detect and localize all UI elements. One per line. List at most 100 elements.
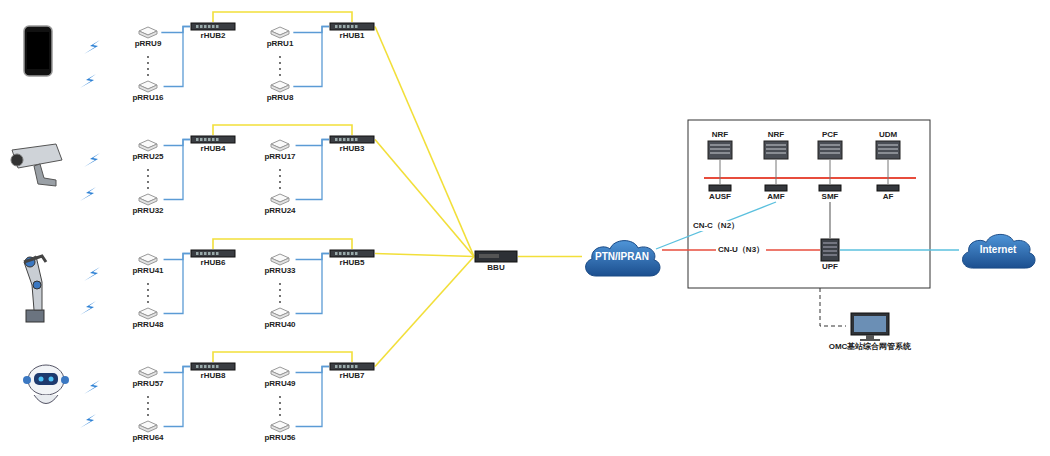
icon-part	[765, 185, 787, 191]
icon-part	[330, 250, 374, 257]
icon-part	[271, 371, 289, 378]
icon-part	[851, 313, 889, 335]
node-label: rHUB1	[340, 31, 365, 41]
node-label: pRRU48	[132, 320, 163, 330]
wireless-bolt	[80, 414, 96, 428]
icon-part	[330, 23, 374, 30]
rhub-icon	[190, 22, 236, 31]
icon-part	[212, 365, 215, 368]
node-label: SMF	[822, 192, 839, 202]
icon-part	[710, 145, 730, 146]
node-label: rHUB7	[340, 371, 365, 381]
icon-part	[823, 255, 837, 256]
icon-part	[196, 365, 199, 368]
ellipsis-dot	[147, 414, 149, 416]
ellipsis-dot	[147, 169, 149, 171]
prru-node: pRRU32	[132, 193, 163, 216]
icon-part	[475, 251, 517, 262]
drawing-part	[34, 164, 56, 186]
icon-part	[878, 149, 898, 150]
drawing-part	[26, 310, 44, 322]
icon-part	[878, 145, 898, 146]
drawing-part	[11, 154, 23, 166]
connector-line	[293, 27, 329, 87]
ellipsis-dot	[147, 283, 149, 285]
icon-part	[339, 25, 342, 28]
icon-part	[355, 25, 358, 28]
icon-part	[335, 138, 338, 141]
omc-icon	[849, 312, 891, 342]
switch-icon	[818, 184, 842, 192]
management-link	[820, 288, 846, 326]
connector-line	[164, 27, 190, 87]
icon-part	[271, 258, 289, 265]
icon-part	[818, 141, 842, 159]
drawing-part	[39, 377, 44, 382]
prru-icon	[137, 307, 159, 320]
prru-icon	[269, 193, 291, 206]
robot-arm-icon	[24, 256, 46, 322]
connector-line	[518, 256, 582, 258]
connector-line	[656, 202, 776, 249]
node-label: AUSF	[709, 192, 731, 202]
node-label: pRRU25	[132, 152, 163, 162]
ellipsis-dot	[279, 181, 281, 183]
node-label: pRRU32	[132, 206, 163, 216]
drawing-part	[27, 32, 49, 69]
ellipsis-dot	[147, 295, 149, 297]
icon-part	[355, 252, 358, 255]
icon-part	[191, 136, 235, 143]
icon-part	[821, 239, 839, 261]
prru-icon	[269, 420, 291, 433]
icon-part	[216, 25, 219, 28]
connector-line	[375, 257, 474, 367]
ellipsis-dot	[279, 187, 281, 189]
icon-part	[216, 138, 219, 141]
icon-part	[860, 339, 880, 341]
node-label: pRRU1	[267, 39, 294, 49]
switch-icon	[876, 184, 900, 192]
prru-icon	[269, 80, 291, 93]
prru-node: pRRU41	[132, 253, 163, 276]
wireless-symbols	[80, 40, 100, 428]
icon-part	[271, 198, 289, 205]
connector-line	[375, 140, 474, 257]
icon-part	[212, 25, 215, 28]
icon-part	[347, 252, 350, 255]
ellipsis-dot	[279, 301, 281, 303]
icon-part	[819, 185, 841, 191]
icon-part	[139, 198, 157, 205]
icon-part	[139, 312, 157, 319]
icon-part	[271, 31, 289, 38]
prru-node: pRRU25	[132, 139, 163, 162]
ellipsis-dot	[147, 62, 149, 64]
node-label: rHUB8	[201, 371, 226, 381]
icon-part	[200, 365, 203, 368]
rhub-icon	[190, 362, 236, 371]
prru-node: pRRU17	[264, 139, 295, 162]
connector-line	[161, 27, 190, 33]
server-icon	[875, 140, 901, 160]
connector-line	[375, 254, 474, 257]
ellipsis-dot	[279, 283, 281, 285]
node-label: pRRU17	[264, 152, 295, 162]
bbu-node: BBU	[474, 250, 518, 273]
node-label: Internet	[980, 244, 1017, 256]
icon-part	[351, 25, 354, 28]
connector-line	[829, 202, 830, 238]
drawing-part	[720, 160, 721, 184]
phone-icon	[24, 26, 52, 76]
drawing-part	[830, 160, 831, 184]
switch-node: AUSF	[708, 184, 732, 202]
node-label: AF	[883, 192, 894, 202]
node-label: pRRU16	[132, 93, 163, 103]
connector-line	[296, 254, 329, 314]
node-label: pRRU9	[135, 39, 162, 49]
icon-part	[343, 365, 346, 368]
server-node: PCF	[817, 130, 843, 160]
icon-part	[351, 365, 354, 368]
connector-line	[296, 140, 329, 200]
switch-icon	[764, 184, 788, 192]
icon-part	[191, 250, 235, 257]
